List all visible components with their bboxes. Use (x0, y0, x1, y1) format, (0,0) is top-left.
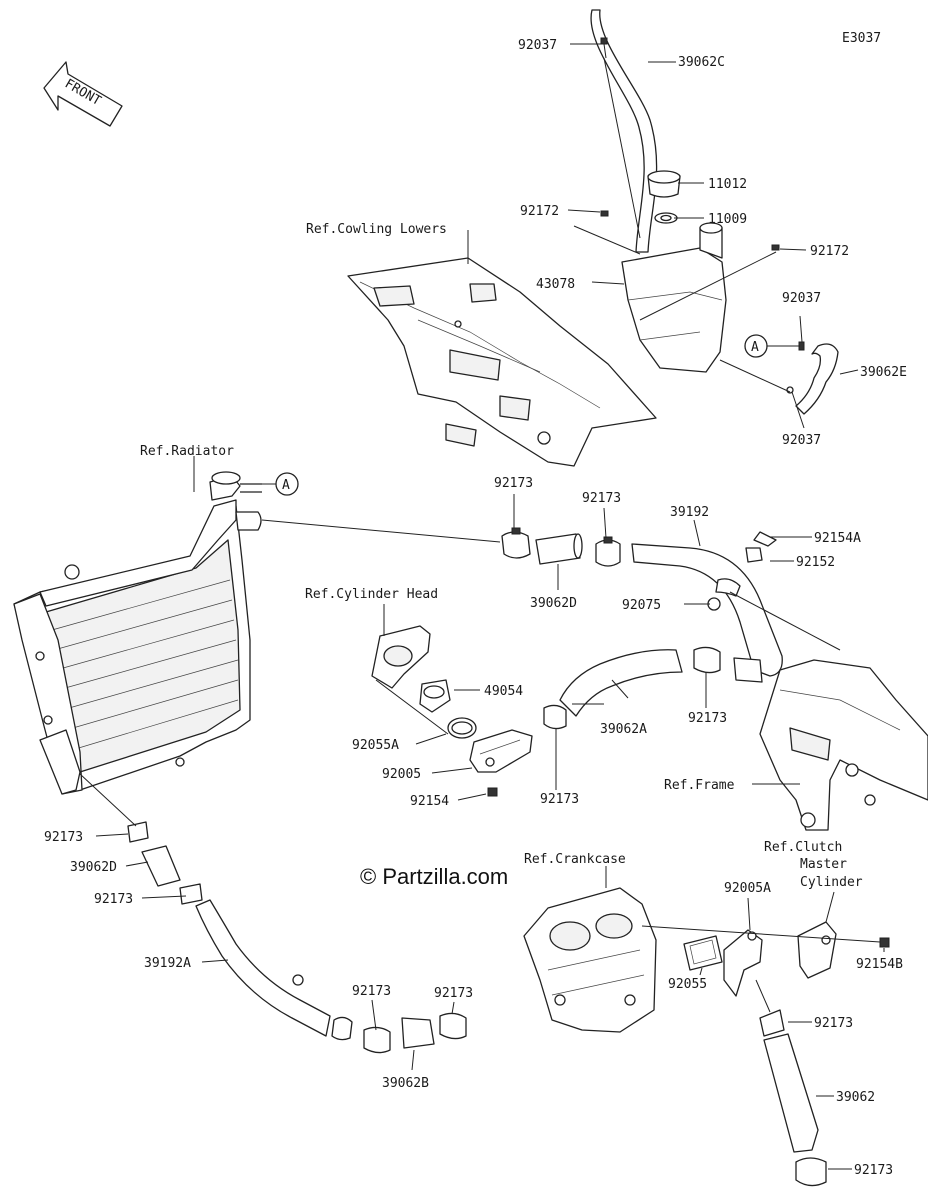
part-39062D-left: 39062D (70, 860, 117, 875)
part-39062C: 39062C (678, 55, 725, 70)
thermostat-assembly (371, 625, 533, 797)
part-92173-e: 92173 (44, 830, 83, 845)
part-92154: 92154 (410, 794, 449, 809)
part-92173-b: 92173 (582, 491, 621, 506)
clutch-master-cylinder (797, 921, 890, 979)
part-49054: 49054 (484, 684, 523, 699)
part-92154A: 92154A (814, 531, 861, 546)
ref-clutch-line3: Cylinder (800, 875, 863, 890)
part-39062: 39062 (836, 1090, 875, 1105)
part-92173-h: 92173 (434, 986, 473, 1001)
leader-lines (79, 43, 885, 1170)
callout-a-reservoir-label: A (751, 340, 759, 355)
front-arrow: FRONT (43, 61, 123, 127)
part-92173-f: 92173 (94, 892, 133, 907)
ref-cowling-lowers: Ref.Cowling Lowers (306, 222, 447, 237)
part-92005A: 92005A (724, 881, 771, 896)
ref-radiator: Ref.Radiator (140, 444, 234, 459)
part-11009: 11009 (708, 212, 747, 227)
part-92173-g: 92173 (352, 984, 391, 999)
callout-a-radiator-label: A (282, 478, 290, 493)
part-92075: 92075 (622, 598, 661, 613)
part-39192: 39192 (670, 505, 709, 520)
part-92173-a: 92173 (494, 476, 533, 491)
part-43078: 43078 (536, 277, 575, 292)
part-39062B: 39062B (382, 1076, 429, 1091)
part-92055A: 92055A (352, 738, 399, 753)
radiator (13, 471, 262, 795)
part-92173-c: 92173 (688, 711, 727, 726)
part-92172-left: 92172 (520, 204, 559, 219)
part-92172-right: 92172 (810, 244, 849, 259)
part-92173-j: 92173 (854, 1163, 893, 1178)
part-39062A: 39062A (600, 722, 647, 737)
part-39062E: 39062E (860, 365, 907, 380)
part-92154B: 92154B (856, 957, 903, 972)
part-92173-i: 92173 (814, 1016, 853, 1031)
part-92037-top: 92037 (518, 38, 557, 53)
frame (759, 659, 928, 831)
ref-cylinder-head: Ref.Cylinder Head (305, 587, 438, 602)
watermark: © Partzilla.com (360, 864, 508, 889)
ref-clutch-line2: Master (800, 857, 847, 872)
part-92037-mid: 92037 (782, 291, 821, 306)
ref-frame: Ref.Frame (664, 778, 735, 793)
part-92037-low: 92037 (782, 433, 821, 448)
part-11012: 11012 (708, 177, 747, 192)
upper-hose-assembly (501, 527, 783, 730)
part-92152: 92152 (796, 555, 835, 570)
part-39062D-top: 39062D (530, 596, 577, 611)
part-92173-d: 92173 (540, 792, 579, 807)
crankcase (523, 887, 763, 1033)
reservoir-tank (590, 9, 839, 415)
diagram-code: E3037 (842, 31, 881, 46)
cowling-lowers (347, 257, 657, 467)
part-92055: 92055 (668, 977, 707, 992)
lower-right-hose (759, 1009, 827, 1187)
part-92005: 92005 (382, 767, 421, 782)
lower-left-hose-assembly (127, 821, 467, 1054)
ref-crankcase: Ref.Crankcase (524, 852, 626, 867)
part-39192A: 39192A (144, 956, 191, 971)
ref-clutch-line1: Ref.Clutch (764, 840, 842, 855)
